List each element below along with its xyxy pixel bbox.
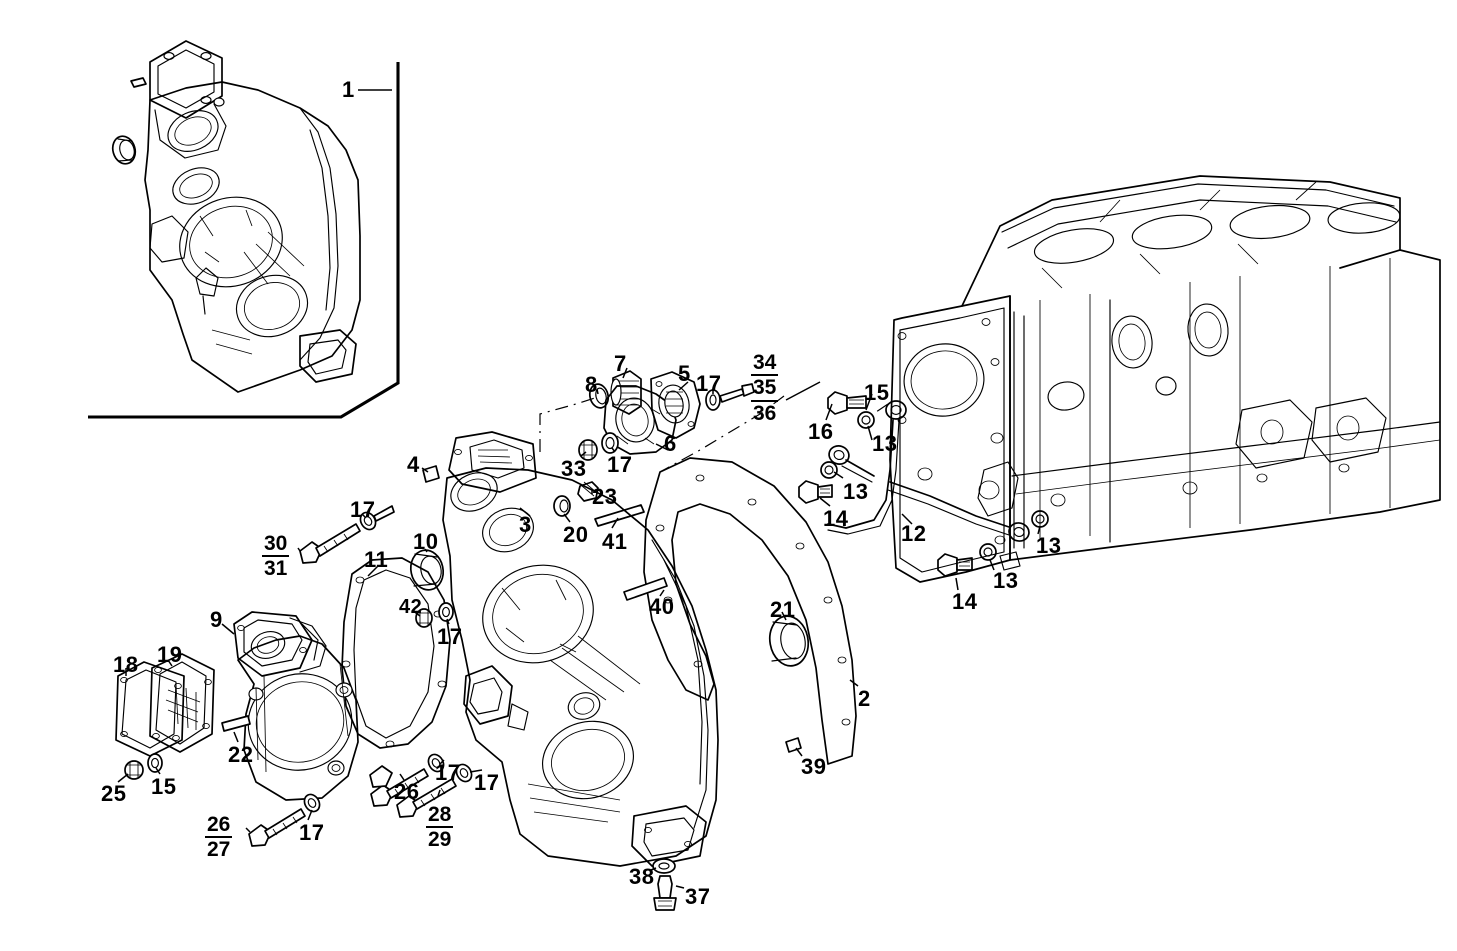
water-pump-housing-9 bbox=[221, 611, 359, 801]
callout-41: 41 bbox=[602, 529, 628, 554]
callout-21: 21 bbox=[770, 597, 796, 622]
inset-oil-seal bbox=[111, 135, 137, 165]
callout-13-a: 13 bbox=[872, 431, 898, 456]
inset-timing-case-assembly bbox=[111, 40, 361, 393]
callout-11: 11 bbox=[364, 547, 389, 572]
callout-42: 42 bbox=[399, 596, 423, 618]
callout-25: 25 bbox=[101, 781, 127, 806]
callout-17-gasket: 17 bbox=[437, 624, 463, 649]
callout-38: 38 bbox=[629, 864, 655, 889]
callout-28: 28 bbox=[428, 803, 452, 826]
callout-14-a: 14 bbox=[823, 506, 849, 531]
callout-12: 12 bbox=[901, 521, 927, 546]
timing-case-gasket-2 bbox=[623, 395, 857, 765]
crank-oil-seal-10 bbox=[409, 549, 445, 591]
callout-36: 36 bbox=[751, 399, 779, 425]
callout-13-b: 13 bbox=[843, 479, 869, 504]
crankshaft-oil-seal-21 bbox=[768, 615, 810, 667]
callout-37: 37 bbox=[685, 884, 711, 909]
callout-17-bolt-c1: 17 bbox=[435, 760, 461, 785]
callout-27-frac: 27 bbox=[205, 836, 233, 862]
cover-plate-18 bbox=[115, 661, 185, 757]
callout-19: 19 bbox=[157, 642, 183, 667]
callout-15-oilline: 15 bbox=[864, 380, 890, 405]
engine-block bbox=[875, 175, 1441, 583]
callout-14-b: 14 bbox=[952, 589, 978, 614]
callout-18: 18 bbox=[113, 652, 139, 677]
callout-13-d: 13 bbox=[993, 568, 1019, 593]
callout-28-29: 28 29 bbox=[426, 803, 454, 852]
callout-9: 9 bbox=[210, 607, 223, 632]
callout-40: 40 bbox=[649, 594, 675, 619]
idler-gear-group bbox=[539, 370, 755, 527]
callout-26-frac: 26 bbox=[207, 813, 231, 836]
drain-plug-group bbox=[652, 858, 677, 911]
timing-case-cover bbox=[422, 431, 719, 867]
callout-13-c: 13 bbox=[1036, 533, 1062, 558]
callout-15-cover: 15 bbox=[151, 774, 177, 799]
callout-7: 7 bbox=[614, 351, 627, 376]
inset-frame bbox=[88, 62, 400, 419]
callout-6: 6 bbox=[664, 431, 677, 456]
leader-lines bbox=[117, 89, 1041, 889]
callout-35: 35 bbox=[751, 374, 779, 400]
callout-17-nut: 17 bbox=[607, 452, 633, 477]
callout-26: 26 bbox=[394, 779, 420, 804]
callout-17-bolt-c2: 17 bbox=[474, 770, 500, 795]
callout-31: 31 bbox=[262, 555, 290, 581]
callout-26-27: 26 27 bbox=[205, 813, 233, 862]
callout-34-35-36: 34 35 36 bbox=[751, 351, 779, 425]
callout-17-idler: 17 bbox=[696, 371, 722, 396]
callout-30-31: 30 31 bbox=[262, 532, 290, 581]
callout-30: 30 bbox=[264, 532, 288, 555]
callout-5: 5 bbox=[678, 361, 691, 386]
callout-23: 23 bbox=[592, 484, 618, 509]
callout-33: 33 bbox=[561, 456, 587, 481]
callout-17-cover: 17 bbox=[350, 497, 376, 522]
callout-10: 10 bbox=[413, 529, 439, 554]
callout-1: 1 bbox=[342, 77, 355, 102]
callout-17-bolt-bl: 17 bbox=[299, 820, 325, 845]
fastener-bolts bbox=[248, 505, 473, 847]
callout-8: 8 bbox=[585, 372, 598, 397]
callout-34: 34 bbox=[753, 351, 777, 374]
callout-20: 20 bbox=[563, 522, 589, 547]
water-pump-gasket-11 bbox=[341, 557, 454, 749]
callout-16: 16 bbox=[808, 419, 834, 444]
callout-3: 3 bbox=[519, 512, 532, 537]
callout-39: 39 bbox=[801, 754, 827, 779]
callout-4: 4 bbox=[407, 452, 420, 477]
cover-gasket-19 bbox=[124, 653, 215, 780]
callout-22: 22 bbox=[228, 742, 254, 767]
callout-2: 2 bbox=[858, 686, 871, 711]
callout-29: 29 bbox=[426, 826, 454, 852]
